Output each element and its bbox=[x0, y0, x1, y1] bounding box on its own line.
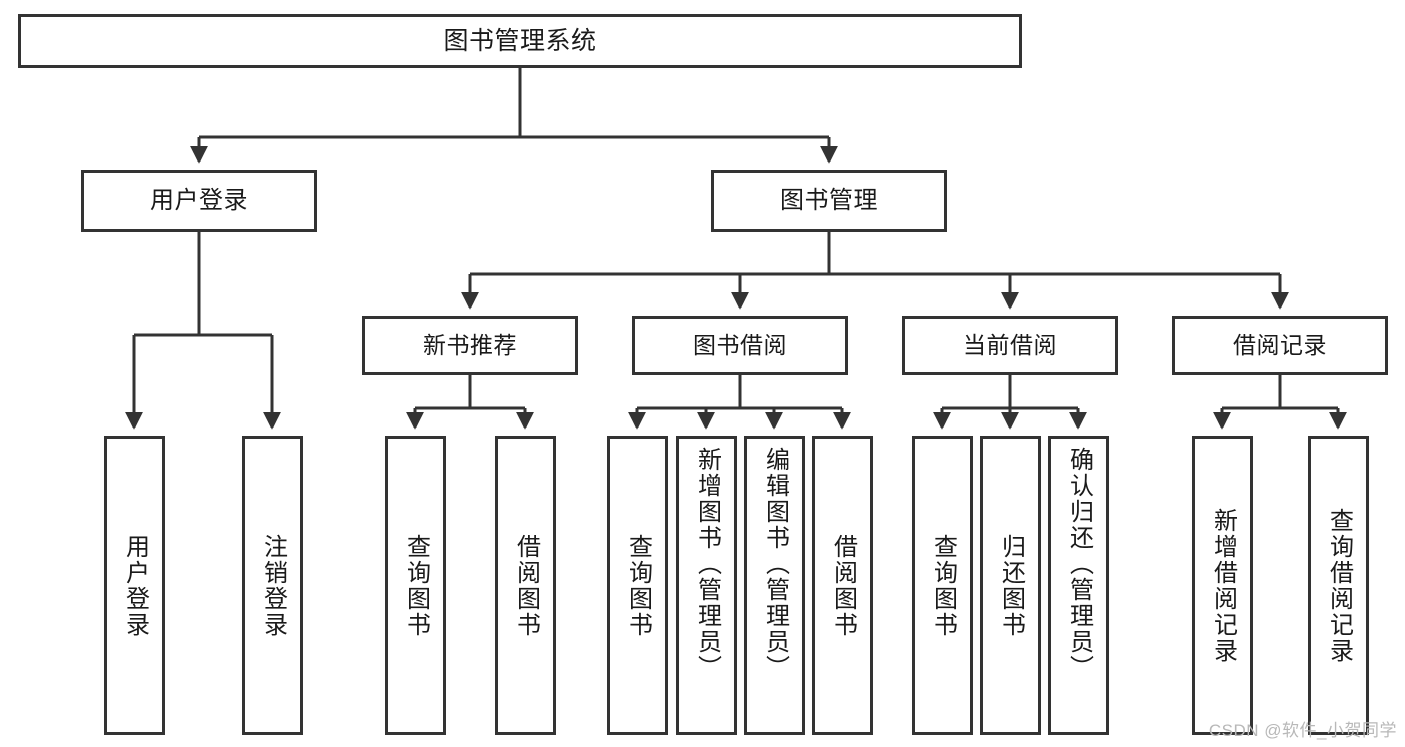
node-label: 借阅图书 bbox=[829, 533, 857, 638]
node-root-book-management-system[interactable]: 图书管理系统 bbox=[18, 14, 1022, 68]
node-current-borrowing[interactable]: 当前借阅 bbox=[902, 316, 1118, 375]
node-leaf-borrow-book-recommend[interactable]: 借阅图书 bbox=[495, 436, 556, 735]
node-leaf-add-borrow-record[interactable]: 新增借阅记录 bbox=[1192, 436, 1253, 735]
node-label: 图书借阅 bbox=[693, 332, 787, 359]
node-leaf-query-borrow-record[interactable]: 查询借阅记录 bbox=[1308, 436, 1369, 735]
node-leaf-confirm-return-admin[interactable]: 确认归还（管理员） bbox=[1048, 436, 1109, 735]
node-label: 查询图书 bbox=[624, 533, 652, 638]
node-label: 新书推荐 bbox=[423, 332, 517, 359]
node-label: 用户登录 bbox=[121, 533, 149, 638]
node-label: 图书管理系统 bbox=[443, 26, 597, 55]
node-user-login[interactable]: 用户登录 bbox=[81, 170, 317, 232]
node-leaf-edit-book-admin[interactable]: 编辑图书（管理员） bbox=[744, 436, 805, 735]
node-book-management[interactable]: 图书管理 bbox=[711, 170, 947, 232]
node-label: 归还图书 bbox=[997, 533, 1025, 638]
node-label: 查询图书 bbox=[402, 533, 430, 638]
node-label: 用户登录 bbox=[150, 187, 248, 215]
node-leaf-query-book-recommend[interactable]: 查询图书 bbox=[385, 436, 446, 735]
node-leaf-logout[interactable]: 注销登录 bbox=[242, 436, 303, 735]
node-borrowing-record[interactable]: 借阅记录 bbox=[1172, 316, 1388, 375]
node-label: 查询借阅记录 bbox=[1325, 507, 1353, 664]
node-label: 注销登录 bbox=[259, 533, 287, 638]
node-leaf-user-login[interactable]: 用户登录 bbox=[104, 436, 165, 735]
node-leaf-query-book-borrow[interactable]: 查询图书 bbox=[607, 436, 668, 735]
node-label: 借阅记录 bbox=[1233, 332, 1327, 359]
node-leaf-return-book[interactable]: 归还图书 bbox=[980, 436, 1041, 735]
node-leaf-query-book-current[interactable]: 查询图书 bbox=[912, 436, 973, 735]
node-leaf-add-book-admin[interactable]: 新增图书（管理员） bbox=[676, 436, 737, 735]
node-label: 查询图书 bbox=[929, 533, 957, 638]
node-label: 编辑图书（管理员） bbox=[761, 447, 789, 681]
node-label: 确认归还（管理员） bbox=[1065, 447, 1093, 681]
node-label: 图书管理 bbox=[780, 187, 878, 215]
csdn-watermark: CSDN @软件_小贺同学 bbox=[1208, 721, 1397, 740]
node-label: 新增图书（管理员） bbox=[693, 447, 721, 681]
node-leaf-borrow-book[interactable]: 借阅图书 bbox=[812, 436, 873, 735]
node-label: 新增借阅记录 bbox=[1209, 507, 1237, 664]
node-new-book-recommendation[interactable]: 新书推荐 bbox=[362, 316, 578, 375]
node-label: 借阅图书 bbox=[512, 533, 540, 638]
node-book-borrowing[interactable]: 图书借阅 bbox=[632, 316, 848, 375]
node-label: 当前借阅 bbox=[963, 332, 1057, 359]
